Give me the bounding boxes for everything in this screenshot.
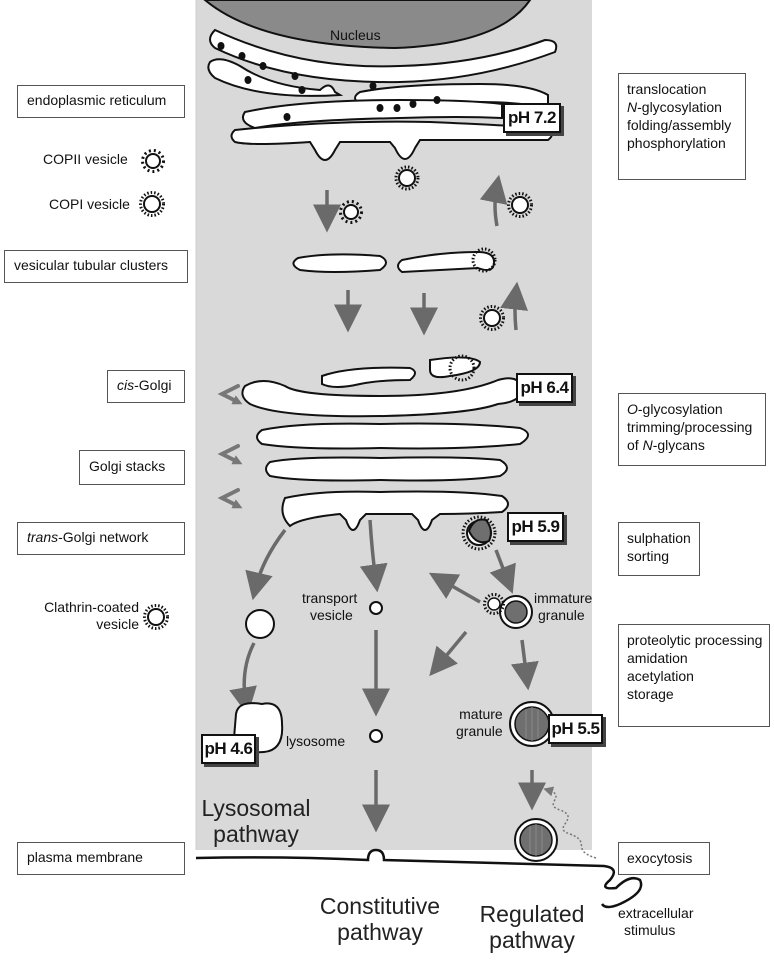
stimulus-l1: extracellular bbox=[618, 905, 693, 922]
nucleus-label: Nucleus bbox=[330, 27, 381, 43]
label-mature-granule: mature granule bbox=[456, 706, 503, 740]
immature-granule bbox=[500, 596, 532, 628]
copi-vesicle-icon bbox=[141, 193, 164, 216]
label-immature-granule: immature granule bbox=[534, 590, 592, 624]
trans-suffix: -Golgi network bbox=[58, 529, 148, 545]
tgn-functions-box: sulphation sorting bbox=[618, 522, 700, 576]
label-plasma-membrane: plasma membrane bbox=[17, 842, 185, 875]
cis-suffix: -Golgi bbox=[134, 377, 171, 393]
granule-function-2: amidation bbox=[627, 649, 761, 667]
arrow-retro-to-vtc bbox=[515, 292, 516, 330]
label-golgi-stacks: Golgi stacks bbox=[79, 450, 185, 485]
clathrin-line2: vesicle bbox=[32, 616, 139, 633]
lysosomal-vesicle bbox=[246, 610, 274, 638]
regulated-l1: Regulated bbox=[462, 901, 602, 927]
clathrin-line1: Clathrin-coated bbox=[32, 599, 139, 616]
mature-l2: granule bbox=[456, 723, 503, 740]
label-endoplasmic-reticulum: endoplasmic reticulum bbox=[17, 85, 185, 118]
golgi-function-1: O-glycosylation bbox=[627, 400, 757, 418]
regulated-pathway-label: Regulated pathway bbox=[462, 901, 602, 953]
cis-prefix: cis bbox=[117, 377, 134, 393]
transport-vesicle-1 bbox=[370, 602, 382, 614]
granule-function-4: storage bbox=[627, 685, 761, 703]
stimulus-l2: stimulus bbox=[618, 922, 693, 939]
ph-tag-cis-golgi: pH 6.4 bbox=[516, 373, 573, 403]
constitutive-l1: Constitutive bbox=[310, 893, 450, 919]
er-function-3: folding/assembly bbox=[627, 116, 737, 134]
er-function-4: phosphorylation bbox=[627, 134, 737, 152]
label-extracellular-stimulus: extracellular stimulus bbox=[618, 905, 693, 939]
label-trans-golgi-network: trans-Golgi network bbox=[17, 522, 185, 555]
granule-function-3: acetylation bbox=[627, 667, 761, 685]
ph-tag-tgn: pH 5.9 bbox=[507, 512, 564, 542]
trans-prefix: trans bbox=[27, 529, 58, 545]
lysosomal-l1: Lysosomal bbox=[196, 795, 316, 821]
er-function-1: translocation bbox=[627, 80, 737, 98]
immature-l1: immature bbox=[534, 590, 592, 607]
immature-l2: granule bbox=[534, 607, 592, 624]
golgi-functions-box: O-glycosylation trimming/processing of N… bbox=[618, 393, 766, 466]
lysosomal-l2: pathway bbox=[196, 821, 316, 847]
constitutive-pathway-label: Constitutive pathway bbox=[310, 893, 450, 945]
transport-l2: vesicle bbox=[302, 607, 357, 624]
mature-l1: mature bbox=[456, 706, 503, 723]
er-function-2: N-glycosylation bbox=[627, 98, 737, 116]
golgi-function-2: trimming/processing bbox=[627, 418, 757, 436]
transport-l1: transport bbox=[302, 590, 357, 607]
label-lysosome: lysosome bbox=[286, 733, 345, 750]
clathrin-vesicle-icon bbox=[145, 606, 168, 629]
lysosomal-pathway-label: Lysosomal pathway bbox=[196, 795, 316, 847]
tgn-function-1: sulphation bbox=[627, 529, 691, 547]
label-copii-vesicle: COPII vesicle bbox=[43, 151, 128, 168]
constitutive-l2: pathway bbox=[310, 919, 450, 945]
exocytosis-box: exocytosis bbox=[618, 842, 710, 875]
docked-granule bbox=[515, 819, 557, 861]
ph-tag-mature-granule: pH 5.5 bbox=[548, 714, 603, 744]
er-functions-box: translocation N-glycosylation folding/as… bbox=[618, 73, 746, 180]
ph-tag-lysosome: pH 4.6 bbox=[201, 734, 256, 764]
granule-function-1: proteolytic processing bbox=[627, 631, 761, 649]
transport-vesicle-2 bbox=[370, 730, 382, 742]
label-copi-vesicle: COPI vesicle bbox=[49, 196, 130, 213]
copii-vesicle-icon bbox=[143, 151, 164, 172]
regulated-l2: pathway bbox=[462, 927, 602, 953]
label-cis-golgi: cis-Golgi bbox=[107, 370, 185, 403]
label-vesicular-tubular-clusters: vesicular tubular clusters bbox=[4, 250, 188, 283]
ph-tag-er: pH 7.2 bbox=[503, 103, 561, 133]
arrow-retro-to-er bbox=[495, 185, 497, 226]
tgn-function-2: sorting bbox=[627, 547, 691, 565]
label-clathrin-vesicle: Clathrin-coated vesicle bbox=[32, 599, 139, 633]
label-transport-vesicle: transport vesicle bbox=[302, 590, 357, 624]
golgi-function-3: of N-glycans bbox=[627, 436, 757, 454]
granule-functions-box: proteolytic processing amidation acetyla… bbox=[618, 624, 770, 727]
